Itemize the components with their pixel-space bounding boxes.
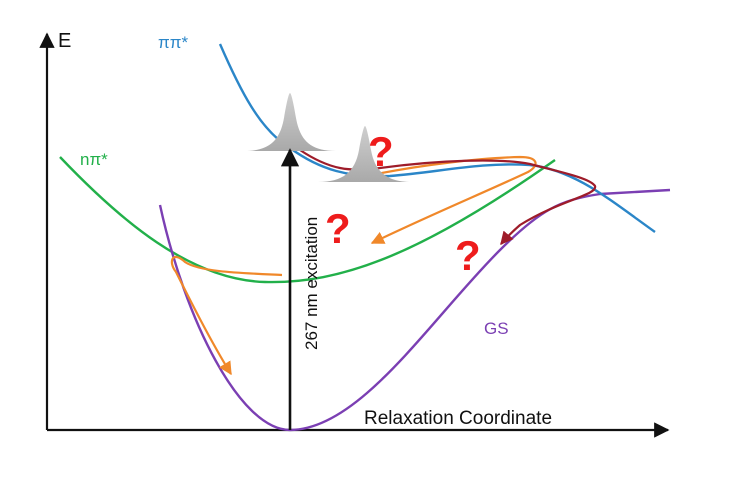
wavepacket-2 — [318, 126, 412, 182]
npi-label: nπ* — [80, 150, 108, 169]
question-mark-2: ? — [325, 205, 351, 252]
excitation-label: 267 nm excitation — [302, 217, 321, 350]
pathway-orange-upper — [370, 155, 537, 244]
y-axis-label: E — [58, 30, 71, 52]
wavepacket-1 — [244, 93, 336, 151]
pathway-orange-lower — [170, 255, 283, 376]
gs-label: GS — [484, 319, 509, 338]
axes — [39, 32, 670, 438]
pipi-label: ππ* — [158, 33, 188, 52]
question-mark-1: ? — [368, 128, 394, 175]
gs-curve — [158, 188, 671, 432]
x-axis-label: Relaxation Coordinate — [364, 408, 552, 429]
npi-curve — [59, 156, 556, 284]
question-mark-3: ? — [455, 232, 481, 279]
pipi-curve — [218, 43, 656, 233]
